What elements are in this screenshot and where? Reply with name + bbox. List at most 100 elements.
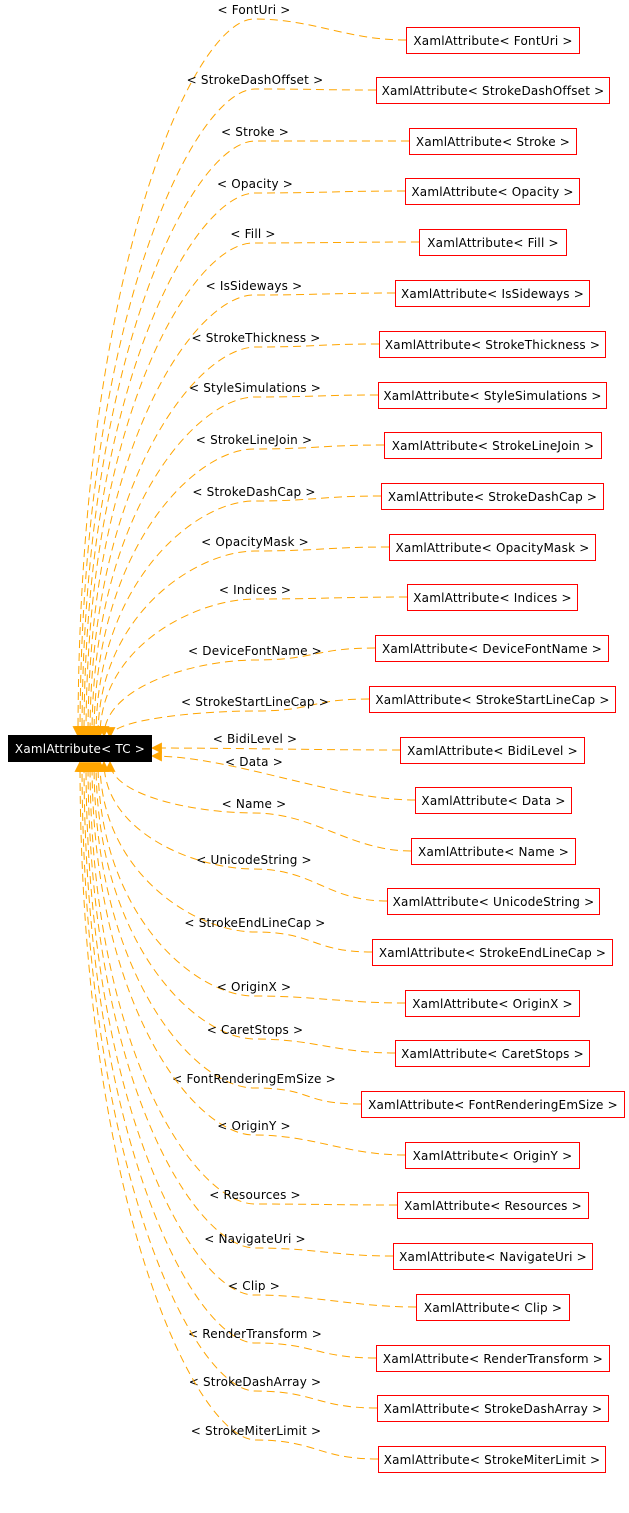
inheritance-edge-originy xyxy=(86,760,406,1156)
edge-label-originy: < OriginY > xyxy=(217,1119,291,1133)
inheritance-edge-fill xyxy=(80,241,420,738)
edge-label-strokedashoffset: < StrokeDashOffset > xyxy=(187,73,324,87)
class-box-strokedashoffset xyxy=(376,77,610,104)
inheritance-edge-strokestartlinecap xyxy=(104,698,370,739)
inheritance-edge-opacitymask xyxy=(92,546,390,738)
class-node-strokedashoffset[interactable]: XamlAttribute< StrokeDashOffset > xyxy=(376,77,610,104)
edge-label-indices: < Indices > xyxy=(219,583,291,597)
edge-label-strokethickness: < StrokeThickness > xyxy=(191,331,320,345)
class-box-strokethickness xyxy=(379,331,606,358)
edge-label-strokedasharray: < StrokeDashArray > xyxy=(189,1375,322,1389)
edge-label-caretstops: < CaretStops > xyxy=(207,1023,304,1037)
inheritance-edge-strokedashoffset xyxy=(74,88,377,738)
class-node-opacitymask[interactable]: XamlAttribute< OpacityMask > xyxy=(389,534,596,561)
class-label-name: XamlAttribute< Name > xyxy=(418,845,569,859)
class-box-resources xyxy=(397,1192,589,1219)
edge-label-clip: < Clip > xyxy=(228,1279,280,1293)
class-node-originx[interactable]: XamlAttribute< OriginX > xyxy=(405,990,580,1017)
edge-label-opacity: < Opacity > xyxy=(217,177,293,191)
class-node-unicodestring[interactable]: XamlAttribute< UnicodeString > xyxy=(387,888,600,915)
class-label-originy: XamlAttribute< OriginY > xyxy=(413,1149,573,1163)
edge-label-devicefontname: < DeviceFontName > xyxy=(188,644,322,658)
class-label-strokelinejoin: XamlAttribute< StrokeLineJoin > xyxy=(392,439,595,453)
inheritance-edge-name xyxy=(104,760,412,852)
class-label-bidilevel: XamlAttribute< BidiLevel > xyxy=(407,744,578,758)
class-node-strokelinejoin[interactable]: XamlAttribute< StrokeLineJoin > xyxy=(384,432,602,459)
class-node-clip[interactable]: XamlAttribute< Clip > xyxy=(416,1294,570,1321)
base-class-node[interactable]: XamlAttribute< TC > xyxy=(8,735,152,762)
class-box-devicefontname xyxy=(375,635,609,662)
edge-label-stroke: < Stroke > xyxy=(221,125,289,139)
class-label-rendertransform: XamlAttribute< RenderTransform > xyxy=(383,1352,603,1366)
edge-label-strokemiterlimit: < StrokeMiterLimit > xyxy=(191,1424,321,1438)
inheritance-edge-strokelinejoin xyxy=(88,444,385,738)
class-node-originy[interactable]: XamlAttribute< OriginY > xyxy=(405,1142,580,1169)
class-box-strokemiterlimit xyxy=(378,1446,606,1473)
edge-label-opacitymask: < OpacityMask > xyxy=(201,535,309,549)
class-box-rendertransform xyxy=(376,1345,610,1372)
edge-label-navigateuri: < NavigateUri > xyxy=(204,1232,306,1246)
class-box-navigateuri xyxy=(393,1243,593,1270)
edges-layer: < FontUri >< StrokeDashOffset >< Stroke … xyxy=(72,3,420,1460)
class-box-strokelinejoin xyxy=(384,432,602,459)
class-node-data[interactable]: XamlAttribute< Data > xyxy=(415,787,572,814)
class-node-fonturi[interactable]: XamlAttribute< FontUri > xyxy=(406,27,580,54)
class-label-resources: XamlAttribute< Resources > xyxy=(404,1199,582,1213)
class-box-fill xyxy=(419,229,567,256)
class-box-data xyxy=(415,787,572,814)
inheritance-edge-strokethickness xyxy=(84,343,380,738)
class-box-unicodestring xyxy=(387,888,600,915)
class-label-strokemiterlimit: XamlAttribute< StrokeMiterLimit > xyxy=(384,1453,601,1467)
class-node-navigateuri[interactable]: XamlAttribute< NavigateUri > xyxy=(393,1243,593,1270)
class-node-strokeendlinecap[interactable]: XamlAttribute< StrokeEndLineCap > xyxy=(372,939,613,966)
class-node-resources[interactable]: XamlAttribute< Resources > xyxy=(397,1192,589,1219)
class-box-fontrenderingemsize xyxy=(361,1091,625,1118)
edge-label-fontrenderingemsize: < FontRenderingEmSize > xyxy=(172,1072,336,1086)
inheritance-edge-rendertransform xyxy=(78,760,377,1359)
class-node-indices[interactable]: XamlAttribute< Indices > xyxy=(407,584,578,611)
inheritance-edge-data xyxy=(150,750,416,801)
class-box-opacitymask xyxy=(389,534,596,561)
class-node-fontrenderingemsize[interactable]: XamlAttribute< FontRenderingEmSize > xyxy=(361,1091,625,1118)
edge-label-strokedashcap: < StrokeDashCap > xyxy=(192,485,315,499)
class-node-fill[interactable]: XamlAttribute< Fill > xyxy=(419,229,567,256)
inheritance-edge-opacity xyxy=(78,190,406,738)
class-box-indices xyxy=(407,584,578,611)
class-node-issideways[interactable]: XamlAttribute< IsSideways > xyxy=(395,280,590,307)
nodes-layer: XamlAttribute< FontUri > XamlAttribute< S… xyxy=(361,27,625,1473)
inheritance-edge-strokedasharray xyxy=(76,760,378,1409)
base-class-box xyxy=(8,735,152,762)
class-node-stylesimulations[interactable]: XamlAttribute< StyleSimulations > xyxy=(378,382,607,409)
class-label-strokedashoffset: XamlAttribute< StrokeDashOffset > xyxy=(382,84,605,98)
class-label-strokestartlinecap: XamlAttribute< StrokeStartLineCap > xyxy=(375,693,609,707)
base-class-label: XamlAttribute< TC > xyxy=(15,742,145,756)
inheritance-edge-unicodestring xyxy=(98,760,388,902)
edge-label-data: < Data > xyxy=(225,755,283,769)
class-node-strokemiterlimit[interactable]: XamlAttribute< StrokeMiterLimit > xyxy=(378,1446,606,1473)
class-node-rendertransform[interactable]: XamlAttribute< RenderTransform > xyxy=(376,1345,610,1372)
class-label-stylesimulations: XamlAttribute< StyleSimulations > xyxy=(383,389,601,403)
inheritance-edge-resources xyxy=(84,760,398,1206)
edge-label-bidilevel: < BidiLevel > xyxy=(213,732,298,746)
edge-label-unicodestring: < UnicodeString > xyxy=(196,853,312,867)
class-box-fonturi xyxy=(406,27,580,54)
class-node-strokestartlinecap[interactable]: XamlAttribute< StrokeStartLineCap > xyxy=(369,686,616,713)
class-node-devicefontname[interactable]: XamlAttribute< DeviceFontName > xyxy=(375,635,609,662)
class-box-name xyxy=(411,838,576,865)
class-node-strokethickness[interactable]: XamlAttribute< StrokeThickness > xyxy=(379,331,606,358)
inheritance-edge-fonturi xyxy=(72,18,407,738)
inheritance-edge-devicefontname xyxy=(98,647,376,738)
class-label-strokethickness: XamlAttribute< StrokeThickness > xyxy=(385,338,600,352)
class-node-caretstops[interactable]: XamlAttribute< CaretStops > xyxy=(395,1040,590,1067)
edge-label-name: < Name > xyxy=(222,797,287,811)
class-label-strokedashcap: XamlAttribute< StrokeDashCap > xyxy=(388,490,597,504)
inheritance-edge-stroke xyxy=(76,140,410,738)
class-node-name[interactable]: XamlAttribute< Name > xyxy=(411,838,576,865)
class-node-bidilevel[interactable]: XamlAttribute< BidiLevel > xyxy=(400,737,585,764)
class-node-opacity[interactable]: XamlAttribute< Opacity > xyxy=(405,178,580,205)
class-node-strokedasharray[interactable]: XamlAttribute< StrokeDashArray > xyxy=(377,1395,609,1422)
class-node-stroke[interactable]: XamlAttribute< Stroke > xyxy=(409,128,577,155)
class-node-strokedashcap[interactable]: XamlAttribute< StrokeDashCap > xyxy=(381,483,604,510)
class-label-indices: XamlAttribute< Indices > xyxy=(413,591,571,605)
